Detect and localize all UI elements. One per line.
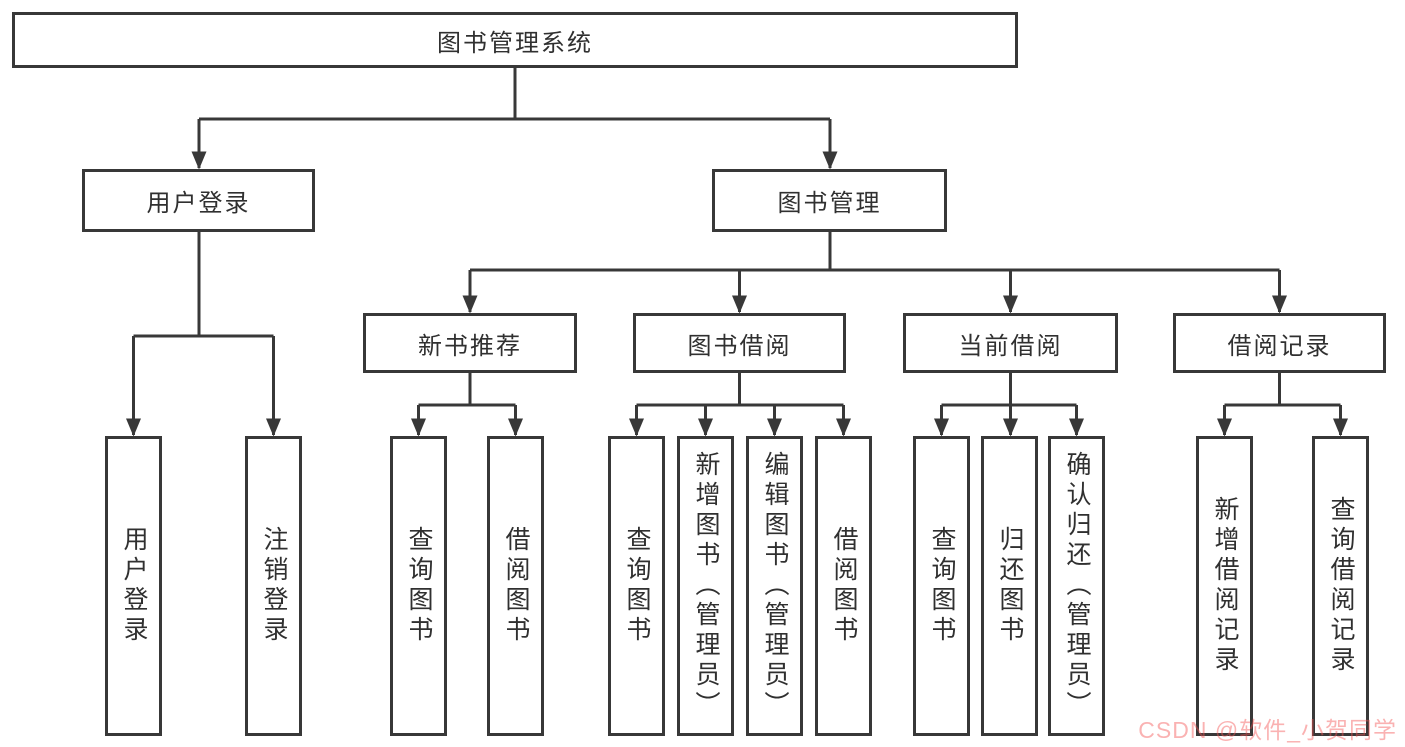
leaf-label: 查询图书 xyxy=(928,526,956,646)
leaf-user-login: 用户登录 xyxy=(105,436,162,736)
node-label: 图书管理系统 xyxy=(437,29,593,57)
leaf-label: 用户登录 xyxy=(120,526,148,646)
leaf-query-book-3: 查询图书 xyxy=(913,436,970,736)
node-label: 图书管理 xyxy=(777,190,882,217)
connector-current-borrow-rail xyxy=(941,373,1077,407)
leaf-label: 新增借阅记录 xyxy=(1211,496,1239,676)
leaf-label: 编辑图书（管理员） xyxy=(761,451,789,721)
csdn-watermark: CSDN @软件_小贺同学 xyxy=(1138,717,1397,743)
leaf-label: 查询借阅记录 xyxy=(1327,496,1355,676)
node-label: 图书借阅 xyxy=(687,332,792,360)
node-label: 当前借阅 xyxy=(958,332,1063,360)
leaf-add-borrow-record: 新增借阅记录 xyxy=(1196,436,1253,736)
leaf-label: 借阅图书 xyxy=(502,526,530,646)
connector-new-book-rail xyxy=(418,373,516,407)
node-current-borrow: 当前借阅 xyxy=(903,313,1118,373)
node-new-book-recommend: 新书推荐 xyxy=(363,313,577,373)
leaf-confirm-return-admin: 确认归还（管理员） xyxy=(1048,436,1105,736)
node-book-borrow: 图书借阅 xyxy=(633,313,846,373)
leaf-logout: 注销登录 xyxy=(245,436,302,736)
node-label: 用户登录 xyxy=(146,190,251,217)
connector-book-mgmt-rail xyxy=(470,232,1280,272)
leaf-label: 查询图书 xyxy=(623,526,651,646)
node-borrow-records: 借阅记录 xyxy=(1173,313,1386,373)
node-user-login: 用户登录 xyxy=(82,169,315,232)
node-book-management: 图书管理 xyxy=(712,169,947,232)
node-label: 新书推荐 xyxy=(418,332,522,360)
node-library-management-system: 图书管理系统 xyxy=(12,12,1018,68)
leaf-query-book-2: 查询图书 xyxy=(608,436,665,736)
leaf-label: 借阅图书 xyxy=(830,526,858,646)
leaf-label: 归还图书 xyxy=(996,526,1024,646)
leaf-return-book: 归还图书 xyxy=(981,436,1038,736)
leaf-label: 新增图书（管理员） xyxy=(692,451,720,721)
leaf-query-borrow-record: 查询借阅记录 xyxy=(1312,436,1369,736)
connector-root-rail xyxy=(199,68,830,121)
leaf-query-book-1: 查询图书 xyxy=(390,436,447,736)
connector-book-borrow-rail xyxy=(636,373,844,407)
leaf-label: 注销登录 xyxy=(260,526,288,646)
leaf-edit-book-admin: 编辑图书（管理员） xyxy=(746,436,803,736)
leaf-borrow-book-1: 借阅图书 xyxy=(487,436,544,736)
leaf-label: 确认归还（管理员） xyxy=(1063,451,1091,721)
leaf-label: 查询图书 xyxy=(405,526,433,646)
leaf-borrow-book-2: 借阅图书 xyxy=(815,436,872,736)
connector-borrow-records-rail xyxy=(1224,373,1341,407)
connector-user-login-rail xyxy=(133,232,274,338)
node-label: 借阅记录 xyxy=(1227,332,1332,360)
leaf-add-book-admin: 新增图书（管理员） xyxy=(677,436,734,736)
